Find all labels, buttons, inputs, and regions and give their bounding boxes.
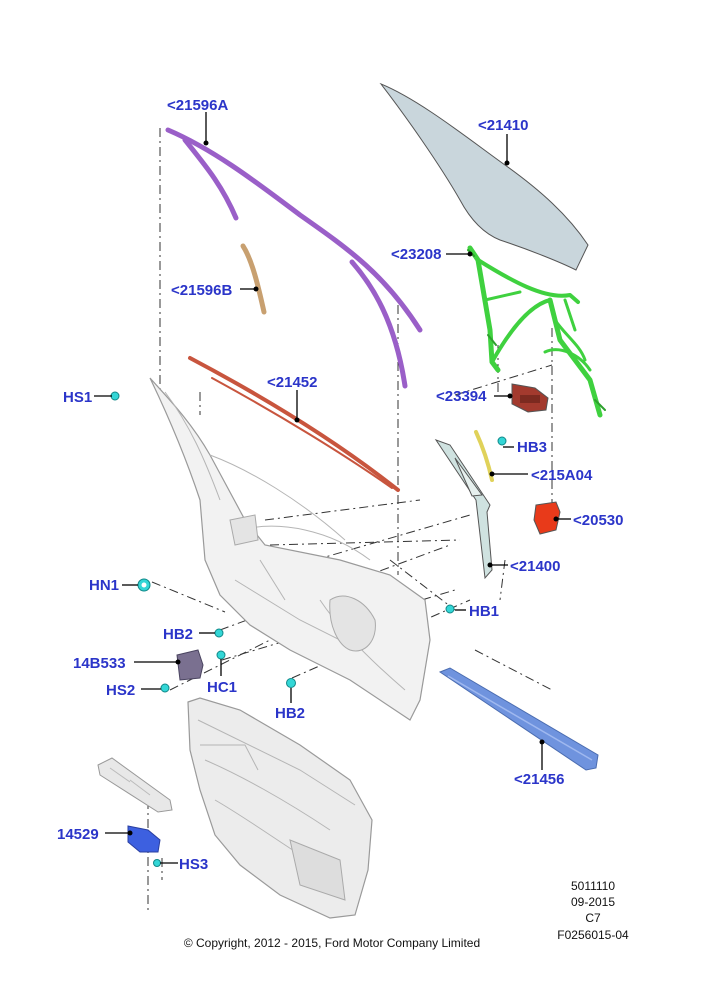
- fastener-hb2-lower: [286, 678, 296, 688]
- copyright-notice: © Copyright, 2012 - 2015, Ford Motor Com…: [184, 936, 480, 950]
- label-21400[interactable]: <21400: [510, 558, 560, 575]
- label-hs1[interactable]: HS1: [63, 389, 92, 406]
- label-hb1[interactable]: HB1: [469, 603, 499, 620]
- label-hb2-upper[interactable]: HB2: [163, 626, 193, 643]
- fastener-hb1: [445, 604, 455, 614]
- label-hc1[interactable]: HC1: [207, 679, 237, 696]
- label-21596b[interactable]: <21596B: [171, 282, 232, 299]
- lower-door-seal: [438, 667, 599, 771]
- fastener-hn1: [137, 578, 151, 592]
- label-23394[interactable]: <23394: [436, 388, 487, 405]
- label-21596a[interactable]: <21596A: [167, 97, 228, 114]
- label-14b533[interactable]: 14B533: [73, 655, 126, 672]
- part-labels: <21596A <21410 <23208 <21596B <21452 HS1…: [57, 97, 623, 873]
- run-channel: [474, 430, 494, 482]
- label-215a04[interactable]: <215A04: [531, 467, 593, 484]
- label-hs2[interactable]: HS2: [106, 682, 135, 699]
- leader-lines: [94, 112, 571, 864]
- fastener-hb2-upper: [214, 628, 224, 638]
- label-20530[interactable]: <20530: [573, 512, 623, 529]
- label-23208[interactable]: <23208: [391, 246, 441, 263]
- fastener-hc1: [216, 650, 226, 660]
- door-check: [533, 501, 561, 535]
- reference-block: 5011110 09-2015 C7 F0256015-04: [557, 879, 629, 942]
- trim-strip: [240, 243, 267, 315]
- label-21456[interactable]: <21456: [514, 771, 564, 788]
- window-glass: [379, 82, 589, 271]
- window-motor: [511, 383, 549, 413]
- upper-weatherstrip: [165, 127, 423, 389]
- door-trim-panel: [187, 697, 373, 919]
- door-inner-panel: [149, 377, 431, 721]
- label-hs3[interactable]: HS3: [179, 856, 208, 873]
- label-hb2-lower[interactable]: HB2: [275, 705, 305, 722]
- window-regulator: [467, 245, 606, 418]
- fastener-hs1: [110, 391, 120, 401]
- fastener-hb3: [497, 436, 507, 446]
- label-21452[interactable]: <21452: [267, 374, 317, 391]
- label-hn1[interactable]: HN1: [89, 577, 119, 594]
- fastener-hs3: [153, 859, 161, 867]
- reference-number: 5011110: [571, 879, 615, 893]
- rear-glass-channel: [434, 439, 493, 580]
- switch-bezel: [97, 757, 173, 813]
- window-switch: [127, 825, 161, 853]
- reference-date: 09-2015: [571, 895, 615, 909]
- door-module: [176, 649, 204, 681]
- label-21410[interactable]: <21410: [478, 117, 528, 134]
- label-hb3[interactable]: HB3: [517, 439, 547, 456]
- reference-figure-id: F0256015-04: [557, 928, 629, 942]
- reference-code: C7: [585, 911, 601, 925]
- fastener-hs2: [160, 683, 170, 693]
- label-14529[interactable]: 14529: [57, 826, 99, 843]
